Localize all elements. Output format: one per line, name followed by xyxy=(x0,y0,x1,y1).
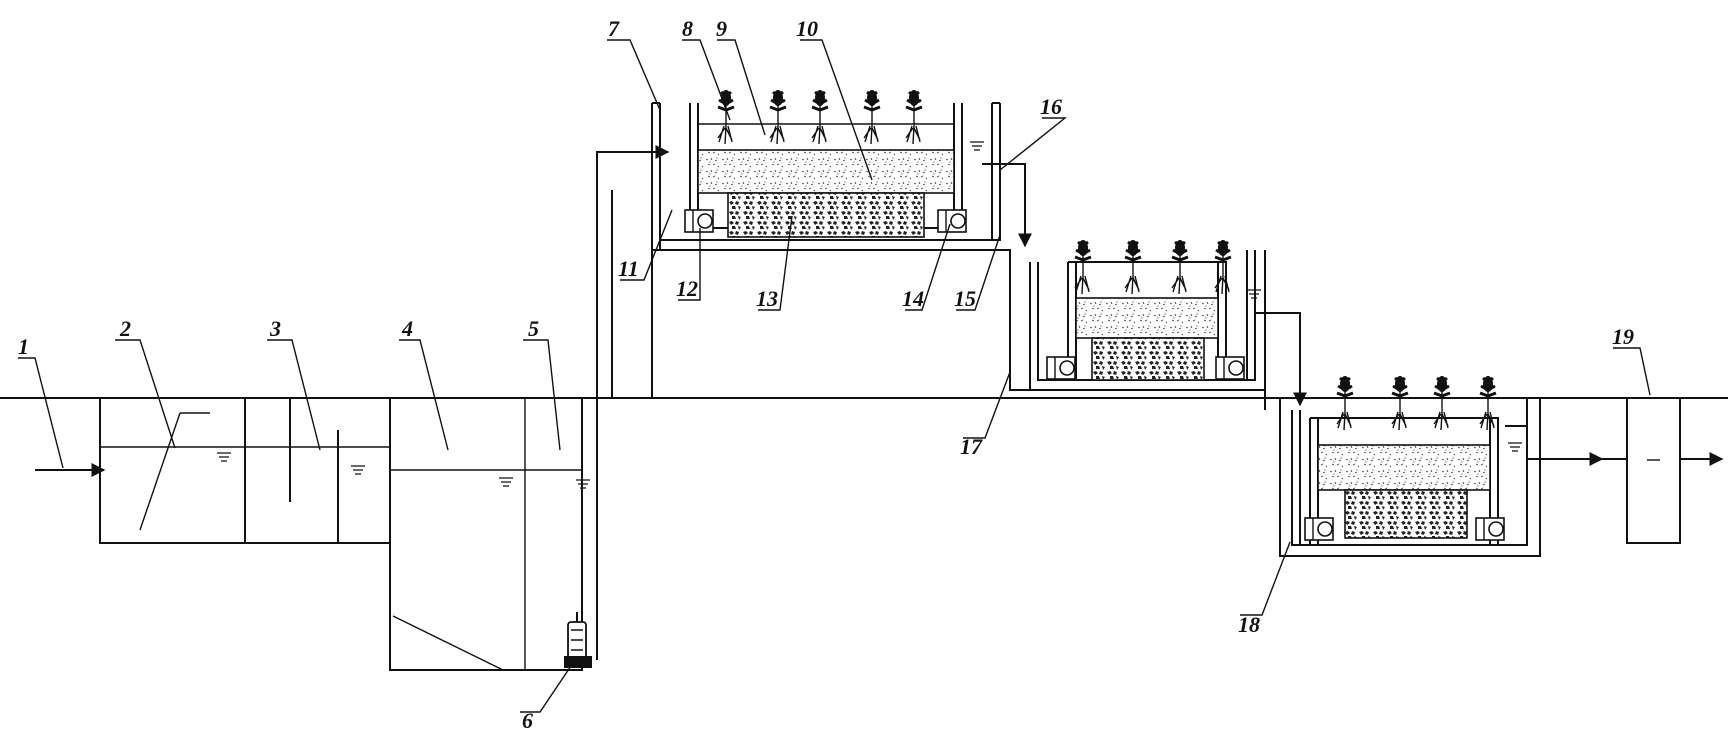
wetland-bed-1 xyxy=(651,88,1032,250)
submersible-pump-icon xyxy=(564,612,592,668)
label-19: 19 xyxy=(1612,324,1634,349)
label-9: 9 xyxy=(716,16,727,41)
label-11: 11 xyxy=(618,256,639,281)
label-2: 2 xyxy=(119,316,131,341)
label-15: 15 xyxy=(954,286,976,311)
label-12: 12 xyxy=(676,276,698,301)
leader-lines xyxy=(18,39,1651,713)
label-4: 4 xyxy=(401,316,413,341)
clear-water-tank xyxy=(1600,398,1724,544)
wetland-bed-3 xyxy=(1279,374,1604,557)
label-1: 1 xyxy=(18,334,29,359)
label-16: 16 xyxy=(1040,94,1062,119)
label-13: 13 xyxy=(756,286,778,311)
label-3: 3 xyxy=(269,316,281,341)
label-10: 10 xyxy=(796,16,818,41)
label-5: 5 xyxy=(528,316,539,341)
label-8: 8 xyxy=(682,16,693,41)
sedimentation-tank xyxy=(389,398,591,671)
label-7: 7 xyxy=(608,16,620,41)
label-6: 6 xyxy=(522,708,533,733)
pretreatment-tanks xyxy=(99,398,391,544)
label-18: 18 xyxy=(1238,612,1260,637)
label-14: 14 xyxy=(902,286,924,311)
wetland-bed-2 xyxy=(1009,238,1307,407)
label-17: 17 xyxy=(960,434,983,459)
lift-pipe xyxy=(596,145,670,660)
